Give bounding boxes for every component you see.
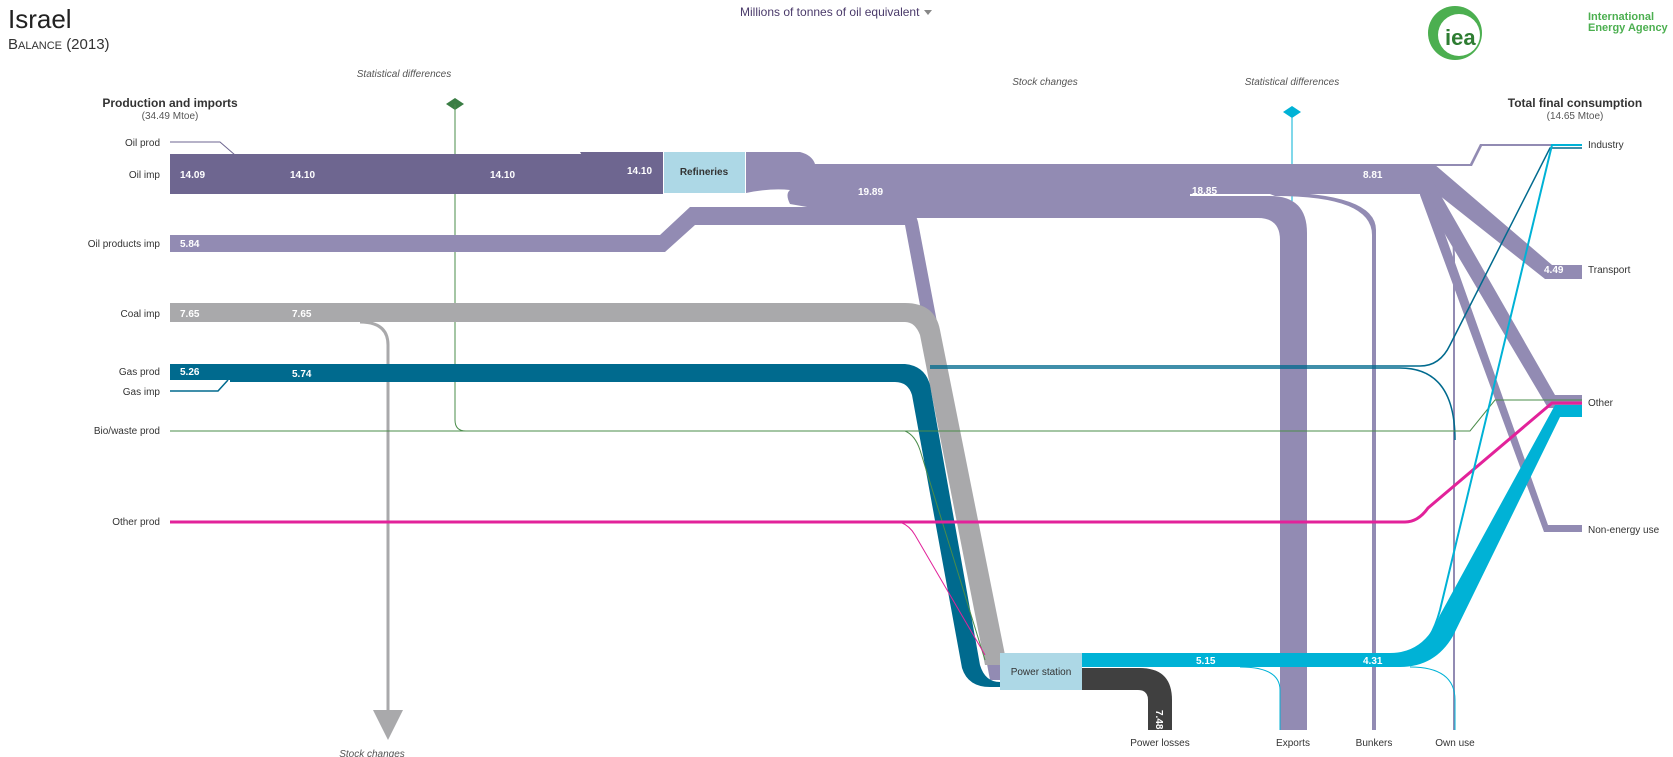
value-coal-1: 7.65 — [180, 309, 200, 320]
source-label-coal-imp: Coal imp — [121, 309, 161, 320]
source-label-other-prod: Other prod — [112, 517, 160, 528]
sink-label-transport: Transport — [1588, 265, 1631, 276]
annotation-stock-changes-bottom: Stock changes — [339, 749, 405, 757]
coal-stock-changes — [359, 320, 403, 740]
annotation-stock-changes-top: Stock changes — [1012, 77, 1078, 88]
value-oil-imp-4: 14.10 — [627, 166, 652, 177]
refineries-label: Refineries — [680, 167, 729, 178]
value-coal-2: 7.65 — [292, 309, 312, 320]
oil-to-other[interactable] — [1420, 180, 1582, 408]
gas-to-own-use — [930, 367, 1456, 441]
source-label-oil-products-imp: Oil products imp — [88, 239, 161, 250]
source-label-gas-prod: Gas prod — [119, 367, 160, 378]
electricity-flow[interactable] — [1082, 405, 1582, 667]
value-oil-after: 18.85 — [1192, 186, 1217, 197]
gas-main-flow[interactable] — [230, 364, 1000, 687]
other-prod-flow[interactable] — [170, 401, 1582, 524]
oil-products-imp-flow[interactable] — [170, 207, 1005, 680]
value-oil-imp-3: 14.10 — [490, 170, 515, 181]
bottom-label-own-use: Own use — [1435, 738, 1475, 749]
page-title: Israel — [8, 4, 72, 34]
oil-to-non-energy[interactable] — [1420, 192, 1582, 532]
oil-prod-line — [170, 141, 236, 156]
electricity-to-exports — [1239, 666, 1281, 730]
gas-prod-flow[interactable] — [170, 364, 230, 380]
value-oil-products-imp: 5.84 — [180, 239, 200, 250]
refineries-node[interactable] — [664, 152, 745, 193]
oil-imp-step — [580, 152, 663, 194]
logo-text-line2: Energy Agency — [1588, 22, 1668, 34]
electricity-to-industry — [1399, 144, 1582, 656]
other-to-power — [899, 521, 986, 656]
bio-waste-flow[interactable] — [170, 399, 1582, 432]
units-dropdown[interactable]: Millions of tonnes of oil equivalent — [740, 5, 933, 19]
source-label-gas-imp: Gas imp — [123, 387, 161, 398]
oil-imp-flow[interactable] — [170, 154, 663, 194]
caret-down-icon — [924, 10, 933, 16]
value-oil-imp-1: 14.09 — [180, 170, 205, 181]
right-header-value: (14.65 Mtoe) — [1547, 111, 1604, 122]
source-label-bio-waste-prod: Bio/waste prod — [94, 426, 160, 437]
value-gas-prod: 5.26 — [180, 367, 200, 378]
sink-label-other: Other — [1588, 398, 1614, 409]
oil-to-exports — [1190, 196, 1307, 730]
bottom-label-power-losses: Power losses — [1130, 738, 1189, 749]
source-label-oil-prod: Oil prod — [125, 138, 160, 149]
right-header-title: Total final consumption — [1508, 96, 1642, 110]
value-oil-imp-2: 14.10 — [290, 170, 315, 181]
value-gas-total: 5.74 — [292, 369, 312, 380]
value-transport: 4.49 — [1544, 265, 1564, 276]
refinery-output-flow[interactable] — [746, 152, 1420, 218]
oil-to-transport[interactable] — [1420, 164, 1582, 279]
annotation-stat-diff-2: Statistical differences — [1245, 77, 1340, 88]
value-power-losses: 7.48 — [1153, 710, 1164, 730]
annotation-stat-diff-1: Statistical differences — [357, 69, 452, 80]
bio-to-power — [904, 430, 986, 661]
units-label: Millions of tonnes of oil equivalent — [740, 5, 920, 19]
bottom-label-exports: Exports — [1276, 738, 1310, 749]
page-subtitle: Balance (2013) — [8, 36, 110, 53]
sink-label-non-energy-use: Non-energy use — [1588, 525, 1660, 536]
left-header-value: (34.49 Mtoe) — [142, 111, 199, 122]
logo-text-line1: International — [1588, 11, 1655, 23]
power-station-label: Power station — [1011, 667, 1072, 678]
value-refinery-out: 19.89 — [858, 187, 883, 198]
value-oil-tfc: 8.81 — [1363, 170, 1383, 181]
iea-logo: iea — [1428, 6, 1482, 60]
stat-diff-1-curve — [454, 419, 560, 432]
sink-label-industry: Industry — [1588, 140, 1624, 151]
bottom-label-bunkers: Bunkers — [1356, 738, 1393, 749]
logo-mark: iea — [1445, 25, 1476, 50]
power-losses-flow[interactable] — [1082, 668, 1172, 730]
gas-imp-line — [170, 379, 229, 392]
electricity-to-own-use — [1409, 666, 1456, 730]
power-station-node[interactable] — [1000, 653, 1082, 690]
source-label-oil-imp: Oil imp — [129, 170, 161, 181]
gas-to-industry — [930, 147, 1582, 367]
value-power-tfc: 4.31 — [1363, 656, 1383, 667]
coal-imp-flow[interactable] — [170, 303, 1005, 665]
value-power-out: 5.15 — [1196, 656, 1216, 667]
left-header-title: Production and imports — [102, 96, 238, 110]
